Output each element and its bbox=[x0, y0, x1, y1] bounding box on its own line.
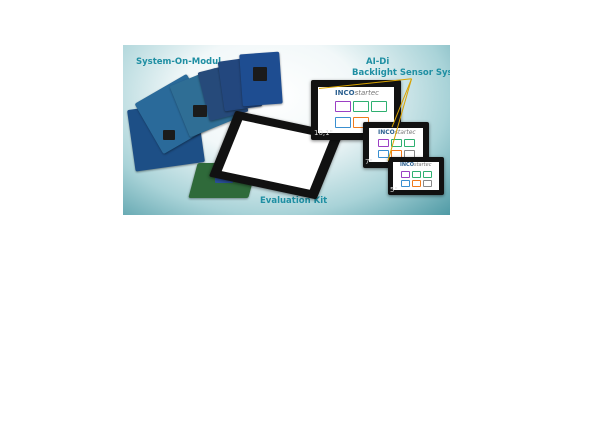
eval-kit-label: Evaluation Kit bbox=[260, 196, 328, 206]
product-banner: System-On-Modul AI-Di Backlight Sensor S… bbox=[123, 45, 450, 215]
aidi-title: AI-Di bbox=[366, 57, 390, 67]
display-size-label: 10,1" bbox=[314, 129, 333, 137]
som-label: System-On-Modul bbox=[136, 57, 222, 67]
display-5: INCOstartec 5" bbox=[388, 157, 444, 195]
display-size-label: 5" bbox=[390, 186, 398, 194]
display-size-label: 7" bbox=[365, 158, 373, 166]
incostartec-logo: INCOstartec bbox=[335, 89, 380, 97]
aidi-subtitle: Backlight Sensor System bbox=[352, 68, 450, 78]
